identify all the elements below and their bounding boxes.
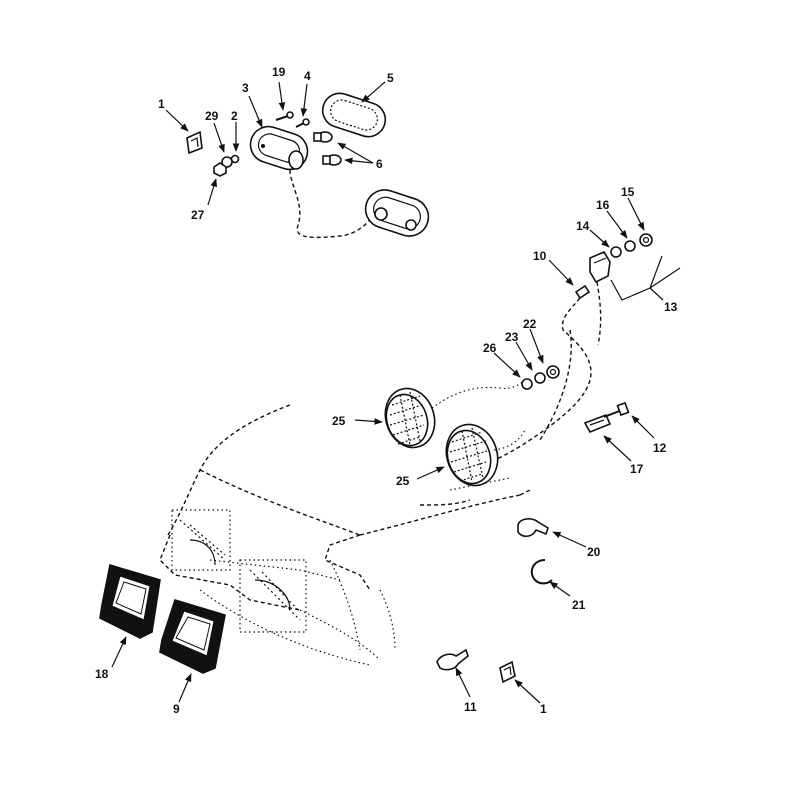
clamp-part-20 <box>517 518 549 538</box>
headlamp-assembly <box>384 365 560 487</box>
ring-clip-part-21 <box>530 559 553 585</box>
callout-29: 29 <box>205 109 219 123</box>
callout-27: 27 <box>191 208 205 222</box>
callout-1-upper: 1 <box>158 97 165 111</box>
callout-18: 18 <box>95 667 109 681</box>
leader-lines <box>111 81 681 704</box>
callout-19: 19 <box>272 65 286 79</box>
clips <box>436 518 553 684</box>
lens-part-5 <box>321 92 387 138</box>
callout-4: 4 <box>304 69 311 83</box>
callout-14: 14 <box>576 219 590 233</box>
callout-26: 26 <box>483 341 497 355</box>
washer-part-26 <box>521 378 533 390</box>
callout-13: 13 <box>664 300 678 314</box>
callout-16: 16 <box>596 198 610 212</box>
nut-part-16 <box>624 240 636 252</box>
callout-2: 2 <box>231 109 238 123</box>
clip-part-1-lower <box>499 660 516 684</box>
screw-part-19 <box>275 115 289 121</box>
callout-9: 9 <box>173 702 180 716</box>
callout-25-left: 25 <box>332 414 346 428</box>
nut-part-22 <box>546 365 560 379</box>
callout-20: 20 <box>587 545 601 559</box>
washer-part-2 <box>230 154 240 164</box>
light-guards <box>99 563 226 674</box>
lamp-housing-part-3 <box>249 125 309 171</box>
bracket-part-17 <box>583 413 612 434</box>
switch-part-13 <box>589 250 611 284</box>
nut-part-15 <box>639 233 653 247</box>
bolt-bracket <box>583 401 630 434</box>
callout-12: 12 <box>653 441 667 455</box>
callout-1-lower: 1 <box>540 702 547 716</box>
callout-15: 15 <box>621 185 635 199</box>
switch-assembly <box>494 233 653 461</box>
callout-23: 23 <box>505 330 519 344</box>
clearance-light-assembly <box>186 92 430 239</box>
callout-5: 5 <box>387 71 394 85</box>
nut-part-23 <box>534 372 546 384</box>
washer-part-14 <box>610 246 622 258</box>
clamp-part-11 <box>436 648 469 671</box>
callout-3: 3 <box>242 81 249 95</box>
callout-25-right: 25 <box>396 474 410 488</box>
clip-part-1-upper <box>186 130 203 155</box>
callout-17: 17 <box>630 462 644 476</box>
lamp-housing-second <box>364 189 430 237</box>
callout-22: 22 <box>523 317 537 331</box>
vehicle-body-outline <box>159 404 531 666</box>
plug-part-10 <box>574 284 591 300</box>
nut-part-27 <box>213 162 227 177</box>
callout-6: 6 <box>376 157 383 171</box>
callout-labels: 1 29 2 3 19 4 5 6 27 15 16 14 10 13 22 2… <box>95 65 678 716</box>
callout-21: 21 <box>572 598 586 612</box>
callout-11: 11 <box>464 700 477 714</box>
callout-10: 10 <box>533 249 547 263</box>
